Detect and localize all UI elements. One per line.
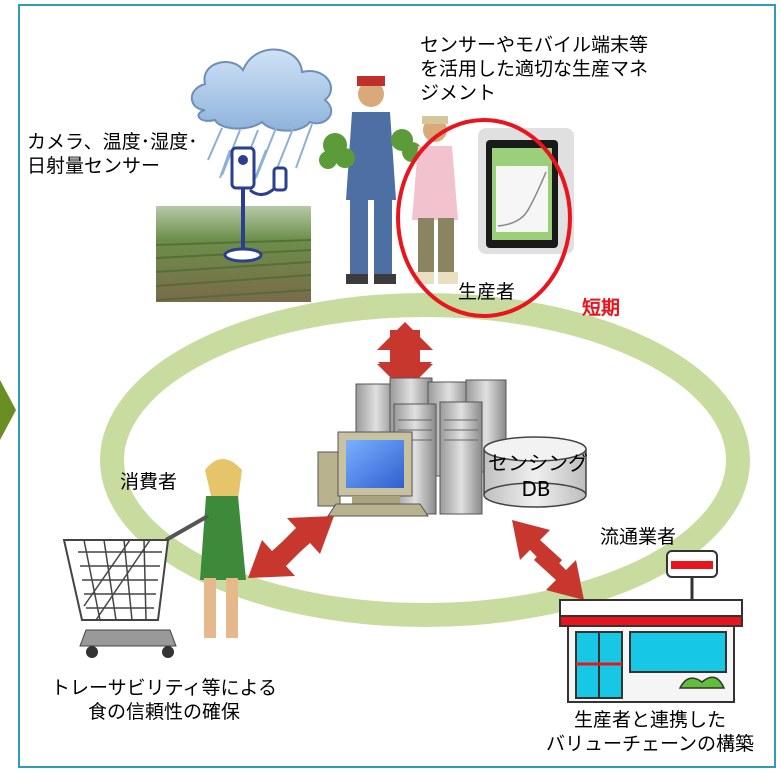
- sensing-db-line-2: DB: [521, 477, 551, 501]
- short-term-label: 短期: [582, 297, 621, 319]
- arrow-producer-server: [377, 322, 433, 392]
- producer-label: 生産者: [458, 281, 516, 303]
- value-chain-line-2: バリューチェーンの構築: [545, 733, 755, 755]
- producer-highlight-circle: [396, 118, 572, 318]
- camera-sensor-label: カメラ、温度･湿度･ 日射量センサー: [27, 130, 198, 178]
- camera-sensor-line-2: 日射量センサー: [27, 155, 161, 177]
- consumer-label: 消費者: [120, 471, 178, 493]
- traceability-line-2: 食の信頼性の確保: [87, 701, 240, 723]
- distributor-label: 流通業者: [600, 526, 677, 548]
- computer-icon: [317, 431, 429, 517]
- traceability-line-1: トレーサビリティ等による: [51, 677, 277, 699]
- shopper-cart-icon: [62, 459, 246, 658]
- sensing-db-label: センシング DB: [488, 450, 588, 502]
- sensor-pole-icon: [223, 146, 288, 263]
- traceability-label: トレーサビリティ等による 食の信頼性の確保: [34, 676, 294, 724]
- smartphone-icon: [478, 128, 574, 254]
- camera-sensor-line-1: カメラ、温度･湿度･: [27, 131, 198, 153]
- convenience-store-icon: [559, 550, 743, 703]
- sensing-db-line-1: センシング: [488, 451, 588, 475]
- sensor-management-line-3: ジメント: [420, 82, 497, 104]
- farmers-icon: [319, 76, 458, 284]
- arrow-server-distributor: [512, 520, 584, 600]
- database-icon: [483, 436, 587, 508]
- rain-cloud-icon: [190, 48, 333, 187]
- diagram-frame: [18, 4, 776, 768]
- value-chain-label: 生産者と連携した バリューチェーンの構築: [530, 708, 770, 756]
- sensor-management-label: センサーやモバイル端末等 を活用した適切な生産マネ ジメント: [420, 33, 648, 105]
- arrow-consumer-server: [248, 516, 334, 578]
- sensor-management-line-2: を活用した適切な生産マネ: [420, 58, 649, 80]
- sensor-management-line-1: センサーやモバイル端末等: [420, 34, 649, 56]
- cycle-ring: [100, 293, 750, 627]
- value-chain-line-1: 生産者と連携した: [573, 709, 726, 731]
- left-chevron-icon: [0, 380, 16, 440]
